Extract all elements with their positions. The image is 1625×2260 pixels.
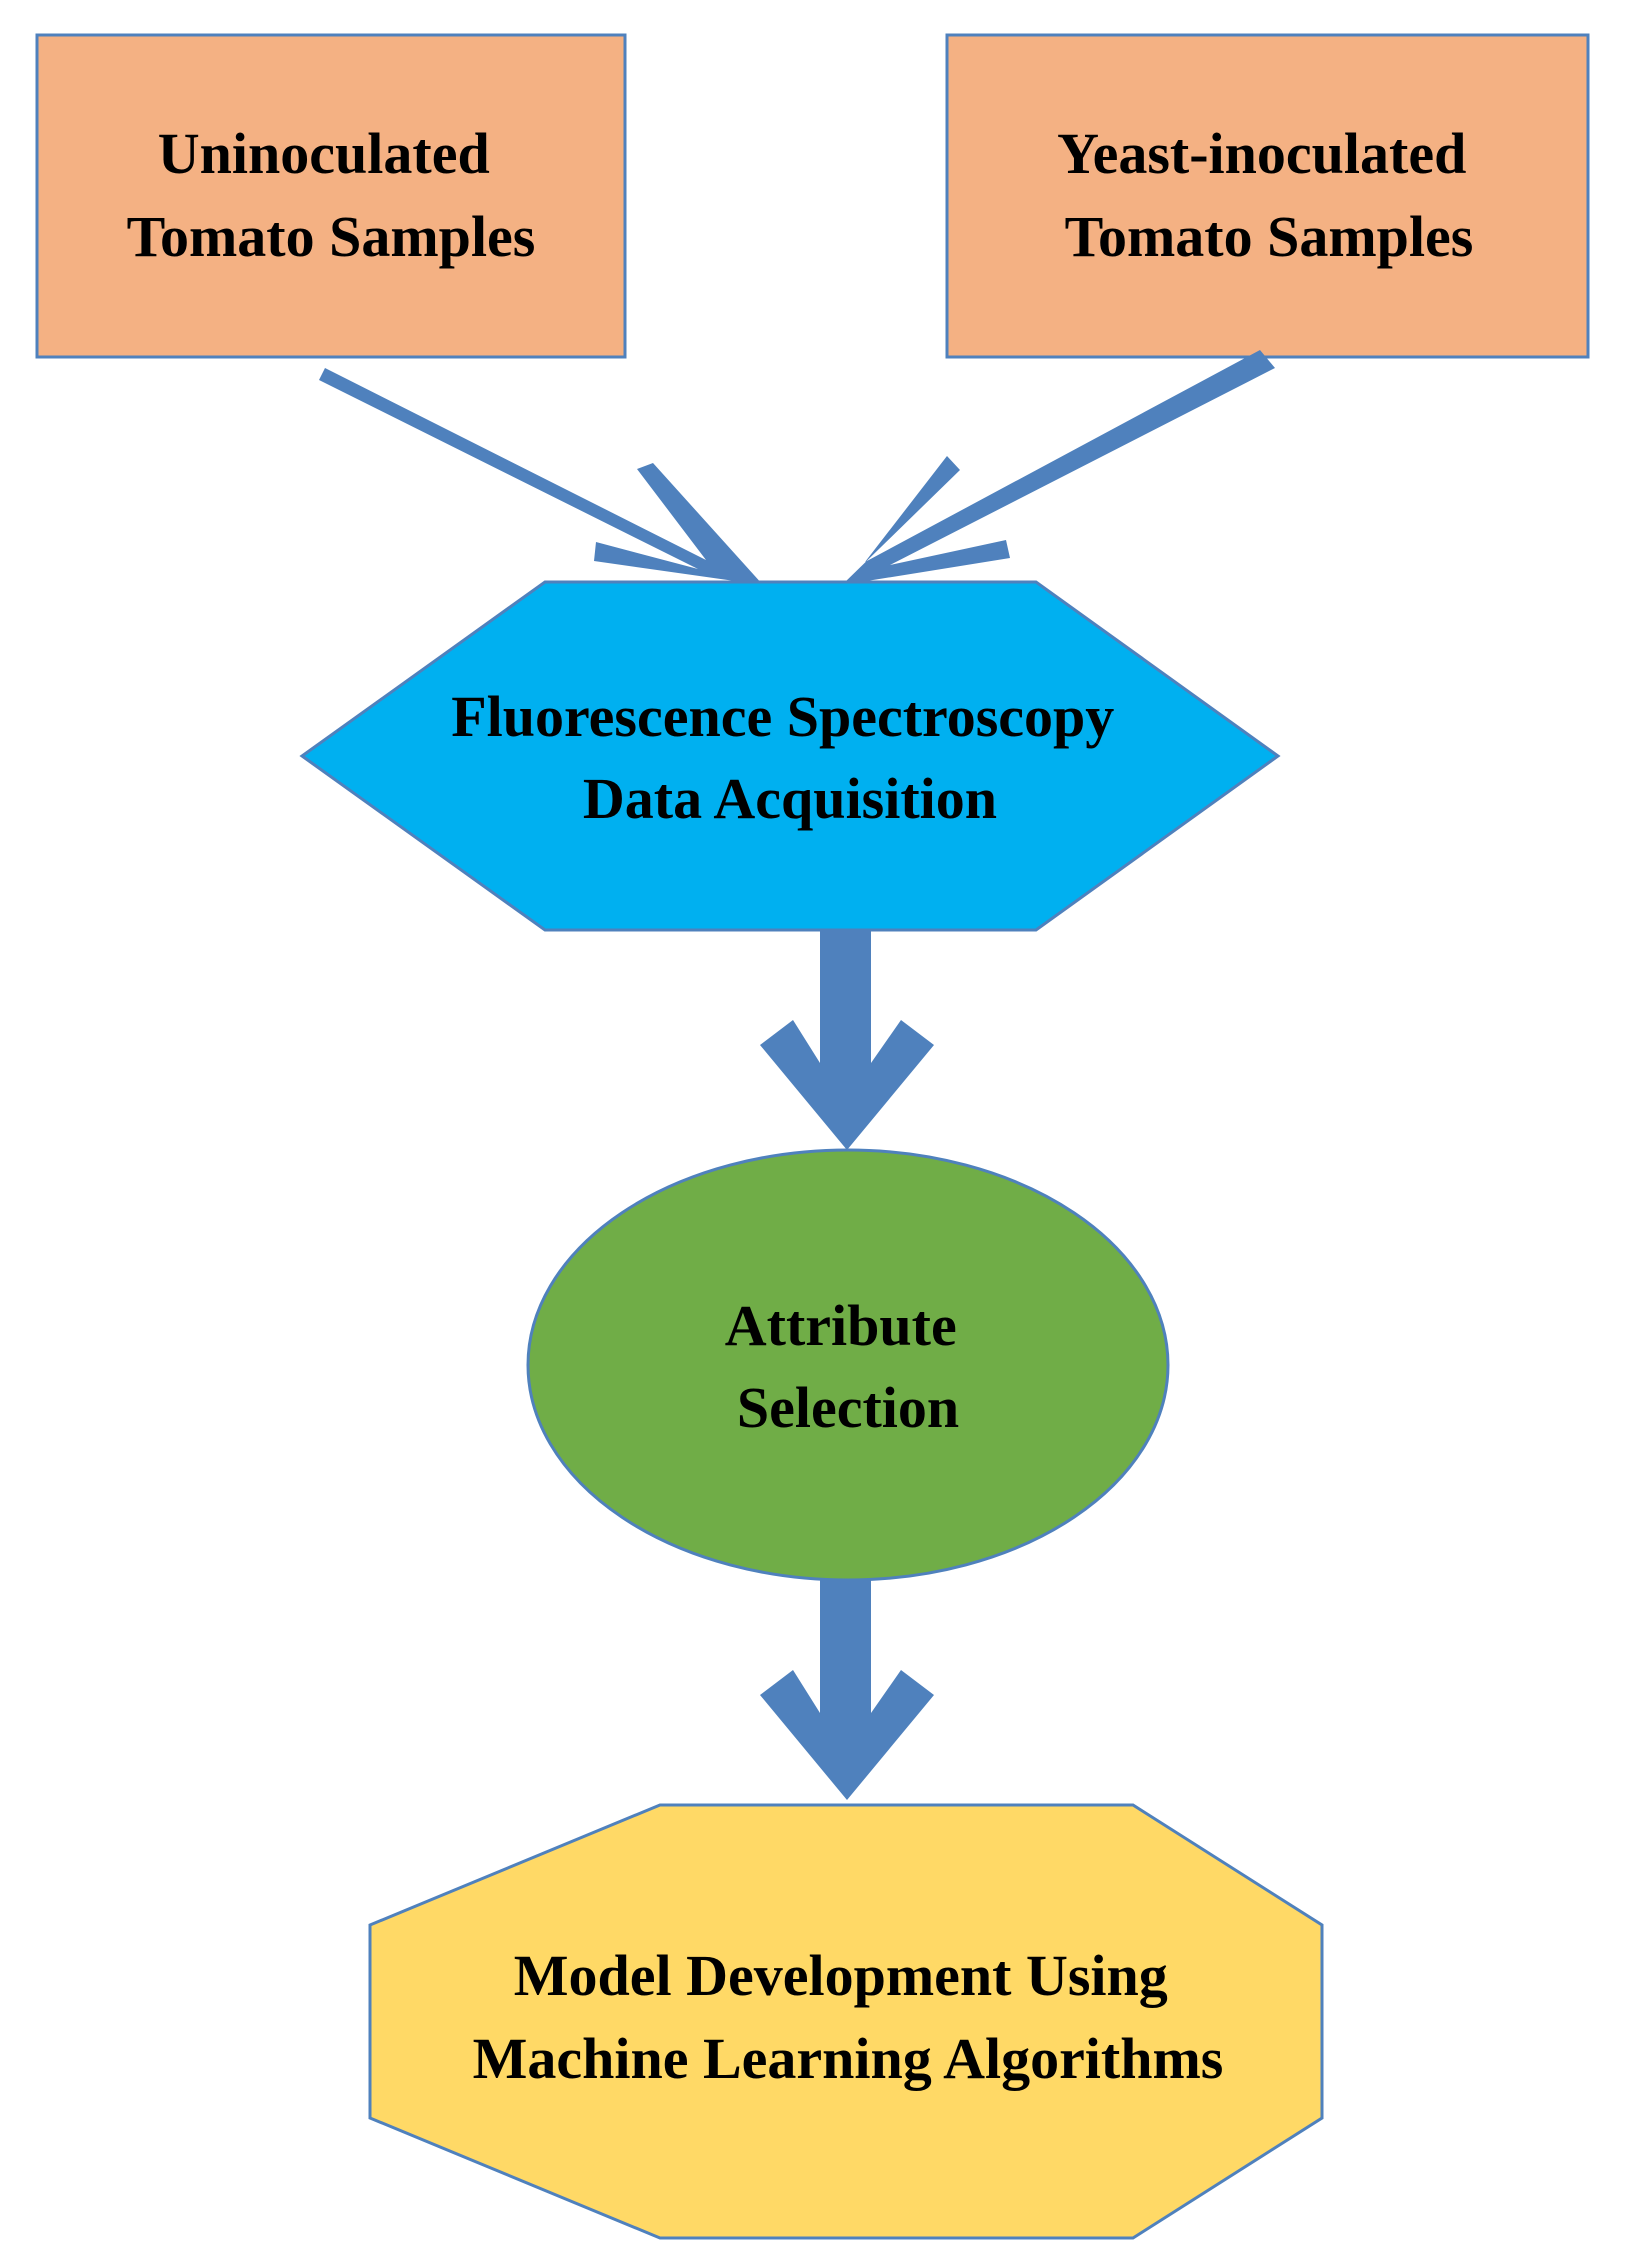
edge-attribute-to-model bbox=[760, 1580, 934, 1800]
node-yeast-label: Yeast-inoculated Tomato Samples bbox=[1057, 121, 1481, 269]
arrow-uninoculated-to-acquisition bbox=[319, 368, 763, 585]
node-attribute-label: Attribute Selection bbox=[725, 1293, 971, 1440]
node-acquisition: Fluorescence Spectroscopy Data Acquisiti… bbox=[299, 580, 1281, 932]
node-yeast: Yeast-inoculated Tomato Samples bbox=[945, 33, 1590, 359]
node-yeast-shape bbox=[945, 33, 1590, 359]
node-uninoculated: Uninoculated Tomato Samples bbox=[35, 33, 627, 359]
node-attribute-shape bbox=[526, 1148, 1170, 1582]
node-model-line2: Machine Learning Algorithms bbox=[473, 2026, 1224, 2091]
node-uninoculated-label: Uninoculated Tomato Samples bbox=[127, 121, 536, 269]
edge-yeast-to-acquisition bbox=[842, 350, 1275, 585]
node-yeast-line2: Tomato Samples bbox=[1065, 204, 1474, 269]
node-acquisition-line2: Data Acquisition bbox=[583, 766, 997, 831]
arrow-yeast-to-acquisition bbox=[842, 350, 1275, 585]
node-model: Model Development Using Machine Learning… bbox=[368, 1803, 1324, 2240]
node-uninoculated-line1: Uninoculated bbox=[158, 121, 490, 186]
arrow-acquisition-to-attribute bbox=[760, 930, 934, 1150]
node-model-shape bbox=[368, 1803, 1324, 2240]
node-model-label: Model Development Using Machine Learning… bbox=[473, 1943, 1224, 2091]
edge-acquisition-to-attribute bbox=[760, 930, 934, 1150]
node-acquisition-shape bbox=[299, 580, 1281, 932]
node-attribute-line2: Selection bbox=[737, 1375, 959, 1440]
node-attribute-line1: Attribute bbox=[725, 1293, 957, 1358]
node-attribute: Attribute Selection bbox=[526, 1148, 1170, 1582]
node-model-line1: Model Development Using bbox=[514, 1943, 1168, 2008]
node-acquisition-line1: Fluorescence Spectroscopy bbox=[451, 684, 1114, 749]
arrow-attribute-to-model bbox=[760, 1580, 934, 1800]
node-uninoculated-shape bbox=[35, 33, 627, 359]
edge-uninoculated-to-acquisition bbox=[319, 368, 763, 585]
node-yeast-line1: Yeast-inoculated bbox=[1057, 121, 1466, 186]
node-acquisition-label: Fluorescence Spectroscopy Data Acquisiti… bbox=[451, 684, 1129, 831]
node-uninoculated-line2: Tomato Samples bbox=[127, 204, 536, 269]
